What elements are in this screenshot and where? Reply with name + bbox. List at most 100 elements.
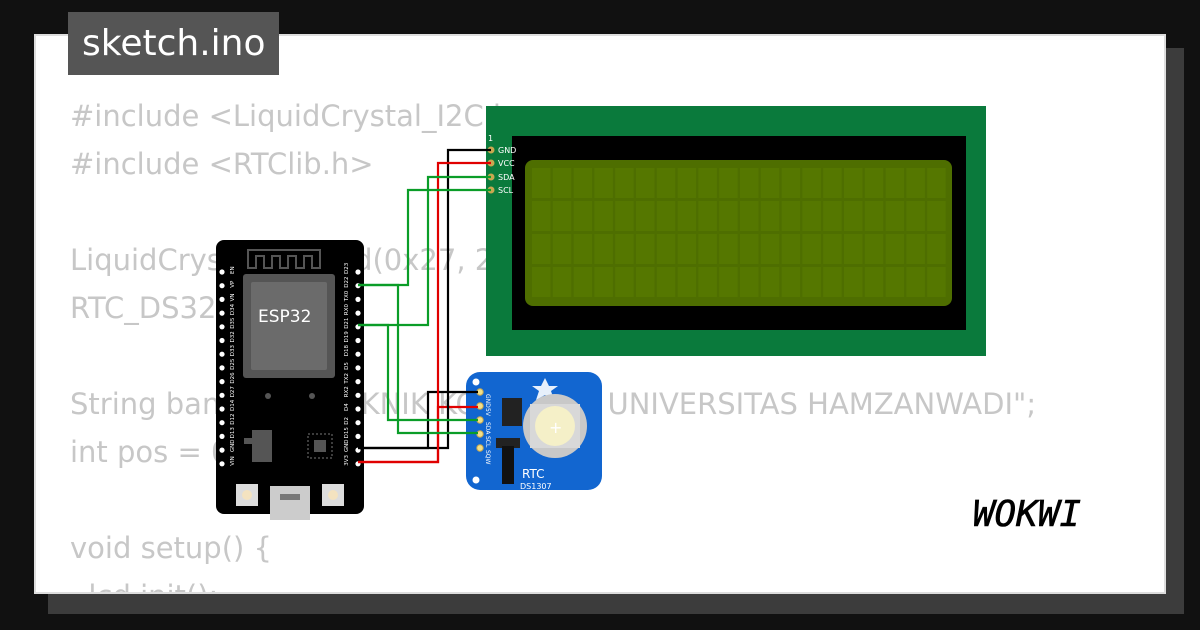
esp32-pin[interactable]	[355, 296, 361, 302]
lcd-char-cell	[656, 201, 676, 231]
wire-vcc-rtc[interactable]	[358, 405, 478, 464]
esp32-pin[interactable]	[355, 269, 361, 275]
esp32-pin[interactable]	[219, 392, 225, 398]
lcd-char-cell	[615, 234, 634, 264]
esp32-pin-label: D22	[344, 276, 350, 287]
esp32-pin[interactable]	[219, 351, 225, 357]
esp32-pin[interactable]	[355, 392, 361, 398]
esp32-pin[interactable]	[355, 310, 361, 316]
lcd-pin-one-label: 1	[488, 134, 493, 143]
esp32-pin[interactable]	[219, 324, 225, 330]
esp32-shield	[251, 282, 327, 370]
micro-usb-slot	[280, 494, 300, 500]
lcd-char-cell	[594, 201, 613, 231]
lcd-char-cell	[864, 168, 884, 198]
esp32-pin[interactable]	[219, 269, 225, 275]
lcd-display[interactable]: 1 GND VCC SDA SCL	[486, 106, 986, 356]
esp32-pin-label: D32	[230, 331, 236, 342]
lcd-char-cell	[677, 267, 697, 297]
esp32-pin-label: D33	[230, 344, 236, 356]
esp32-pin-label: D5	[344, 362, 350, 370]
esp32-pin[interactable]	[355, 406, 361, 412]
lcd-char-cell	[927, 168, 946, 198]
esp32-pin[interactable]	[219, 365, 225, 371]
lcd-char-cell	[823, 201, 842, 231]
lcd-char-cell	[677, 168, 697, 198]
esp32-pin[interactable]	[219, 406, 225, 412]
lcd-char-cell	[760, 267, 780, 297]
lcd-char-cell	[864, 234, 884, 264]
lcd-char-cell	[802, 267, 821, 297]
esp32-pin[interactable]	[219, 447, 225, 453]
esp32-pin[interactable]	[219, 379, 225, 385]
esp32-left-header: ENVPVND34D35D32D33D25D26D27D14D12D13GNDV…	[219, 266, 236, 467]
esp32-pin[interactable]	[219, 283, 225, 289]
lcd-pin-label: SCL	[498, 186, 514, 195]
lcd-char-cell	[802, 201, 821, 231]
boot-button-cap[interactable]	[328, 490, 338, 500]
lcd-char-cell	[594, 234, 613, 264]
esp32-board[interactable]: ESP32 ENVPVND34D35D32D33D25D26D27D14D12D…	[216, 240, 364, 520]
lcd-char-cell	[719, 201, 738, 231]
lcd-char-cell	[573, 234, 593, 264]
lcd-char-cell	[927, 267, 946, 297]
voltage-regulator	[252, 430, 272, 462]
esp32-pin-label: TX0	[344, 290, 350, 302]
usb-uart-chip	[307, 433, 333, 459]
wire-vcc-lcd[interactable]	[358, 161, 491, 464]
esp32-pin[interactable]	[355, 351, 361, 357]
esp32-pin-label: VP	[230, 280, 236, 288]
esp32-pin[interactable]	[355, 365, 361, 371]
micro-usb-port[interactable]	[270, 486, 310, 520]
esp32-pin[interactable]	[219, 296, 225, 302]
esp32-pin-label: RX2	[344, 386, 350, 397]
filename-tag[interactable]: sketch.ino	[68, 12, 280, 75]
esp32-pin-label: GND	[230, 439, 236, 452]
esp32-pin[interactable]	[355, 379, 361, 385]
lcd-char-cell	[864, 267, 884, 297]
coin-cell-battery	[535, 406, 575, 446]
lcd-char-cell	[885, 234, 905, 264]
lcd-char-cell	[781, 267, 801, 297]
esp32-pin[interactable]	[219, 420, 225, 426]
esp32-pin[interactable]	[355, 433, 361, 439]
lcd-char-cell	[740, 201, 759, 231]
lcd-char-cell	[615, 267, 634, 297]
wire-sda-lcd[interactable]	[358, 175, 491, 327]
esp32-pin[interactable]	[355, 420, 361, 426]
lcd-char-cell	[719, 267, 738, 297]
rtc-pin-label: 5V	[484, 408, 491, 417]
esp32-pin[interactable]	[219, 337, 225, 344]
wire-sda-rtc[interactable]	[358, 323, 478, 422]
regulator-tab	[244, 438, 252, 444]
esp32-pin[interactable]	[355, 337, 361, 344]
rtc-mount-hole	[472, 378, 480, 386]
wire-gnd-lcd[interactable]	[358, 148, 491, 450]
esp32-led	[265, 393, 271, 399]
esp32-pin[interactable]	[219, 461, 225, 467]
esp32-pin-label: D12	[230, 413, 236, 424]
en-button-cap[interactable]	[242, 490, 252, 500]
esp32-pin-label: 3V3	[344, 455, 350, 466]
battery-plus-label: +	[549, 418, 562, 437]
lcd-char-cell	[864, 201, 884, 231]
esp32-pin-label: D25	[230, 358, 236, 370]
esp32-pin[interactable]	[219, 433, 225, 439]
lcd-char-cell	[781, 234, 801, 264]
lcd-char-cell	[760, 234, 780, 264]
lcd-char-cell	[594, 267, 613, 297]
esp32-pin-label: D23	[344, 262, 350, 274]
esp32-pin-label: RX0	[344, 304, 350, 316]
wires	[358, 148, 491, 464]
wire-scl-rtc[interactable]	[358, 283, 478, 435]
esp32-pin-label: D26	[230, 372, 236, 384]
rtc-pin[interactable]	[476, 444, 484, 452]
rtc-label: RTC	[522, 467, 544, 481]
esp32-pin-label: GND	[344, 439, 350, 452]
esp32-pin[interactable]	[219, 310, 225, 316]
esp32-pin-label: D2	[344, 417, 350, 425]
wire-scl-lcd[interactable]	[358, 188, 491, 287]
lcd-char-cell	[823, 168, 842, 198]
